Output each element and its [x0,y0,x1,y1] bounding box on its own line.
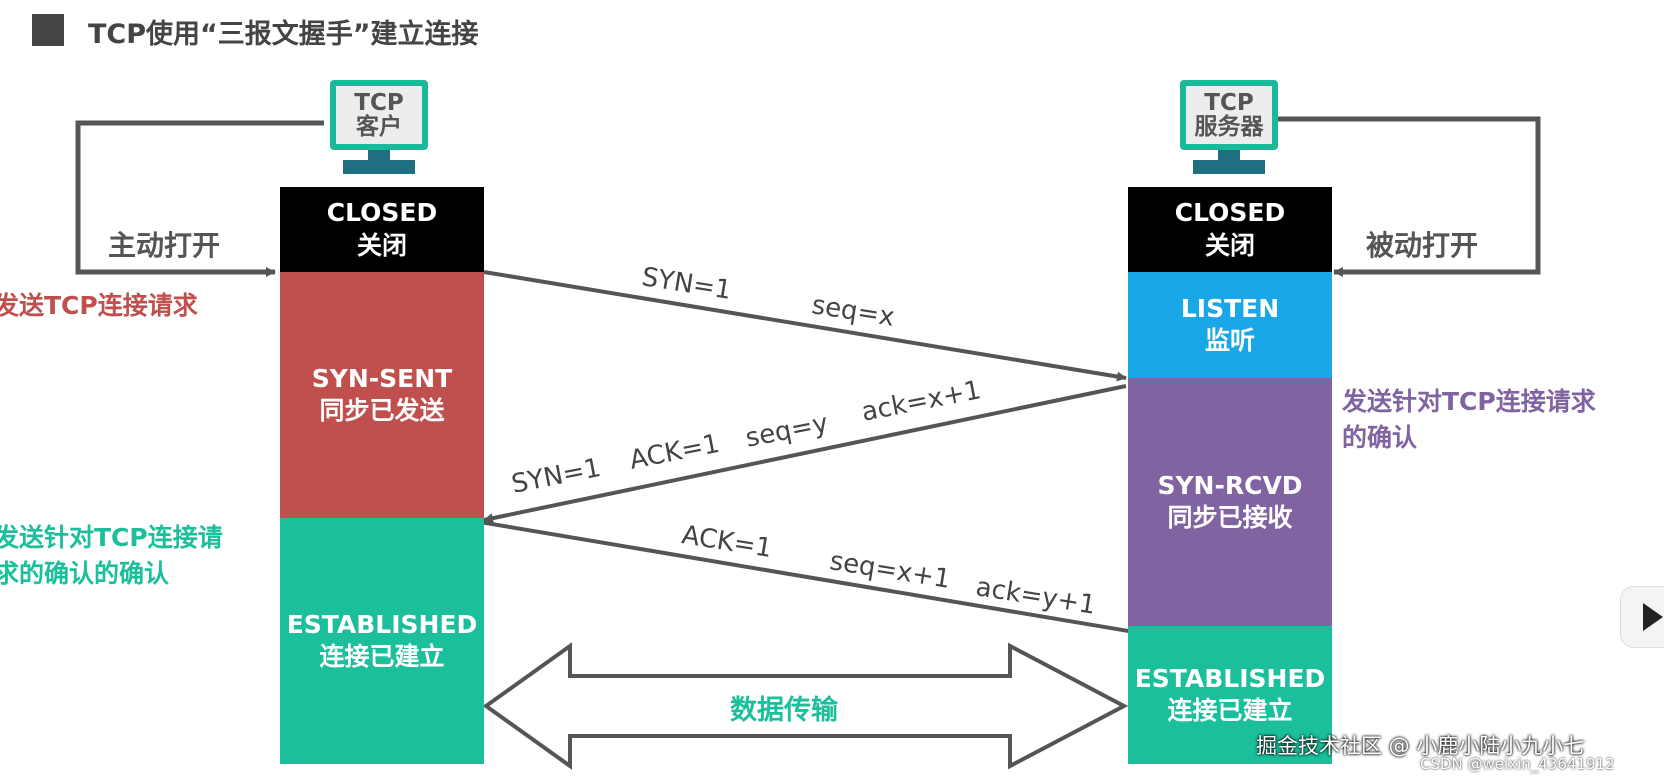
client-open-label: 主动打开 [108,229,221,262]
server-state-listen: LISTEN 监听 [1128,272,1332,378]
server-monitor-line2: 服务器 [1194,114,1264,140]
client-open-line [75,120,324,277]
client-monitor-icon: TCP 客户 [330,80,428,180]
client-syn-sent-en: SYN-SENT [311,363,453,393]
server-syn-rcvd-zh: 同步已接收 [1167,503,1293,532]
client-monitor-base [343,160,415,174]
server-open-line [1274,116,1541,277]
server-open-label: 被动打开 [1366,229,1479,262]
server-monitor-neck [1218,150,1240,160]
server-syn-rcvd-en: SYN-RCVD [1157,470,1303,500]
server-closed-zh: 关闭 [1204,230,1255,260]
client-state-closed: CLOSED 关闭 [280,187,484,272]
server-monitor-line1: TCP [1204,89,1254,116]
server-monitor-screen: TCP 服务器 [1180,80,1278,150]
server-monitor-icon: TCP 服务器 [1180,80,1278,180]
page-title: TCP使用“三报文握手”建立连接 [88,19,479,50]
server-closed-en: CLOSED [1174,198,1286,227]
data-transfer-label: 数据传输 [730,695,838,726]
message-1-arrow [483,270,1127,382]
server-established-en: ESTABLISHED [1134,663,1326,693]
client-state-established: ESTABLISHED 连接已建立 [280,518,484,764]
client-monitor-line1: TCP [354,89,404,116]
client-syn-sent-zh: 同步已发送 [319,396,445,425]
client-monitor-screen: TCP 客户 [330,80,428,150]
server-state-syn-rcvd: SYN-RCVD 同步已接收 [1128,378,1332,626]
message-2-arrow [483,384,1127,524]
server-ack-note-line1: 发送针对TCP连接请求 [1342,387,1596,416]
client-ack-note-line1: 发送针对TCP连接请 [0,523,223,552]
watermark-juejin: 掘金技术社区 @ 小鹿小陆小九小七 [1256,734,1585,758]
title-bullet [32,14,64,46]
watermark-csdn: CSDN @weixin_43641912 [1420,755,1615,773]
client-established-en: ESTABLISHED [286,609,478,639]
message-3-arrow [455,516,1159,640]
server-established-zh: 连接已建立 [1167,696,1293,725]
client-send-request-note: 发送TCP连接请求 [0,291,198,320]
client-state-syn-sent: SYN-SENT 同步已发送 [280,272,484,518]
client-ack-note-line2: 求的确认的确认 [0,559,170,589]
server-listen-zh: 监听 [1204,326,1255,355]
client-closed-en: CLOSED [326,198,438,227]
play-icon [1643,603,1663,631]
server-state-closed: CLOSED 关闭 [1128,187,1332,272]
client-monitor-neck [368,150,390,160]
side-play-button[interactable] [1620,586,1664,648]
server-state-established: ESTABLISHED 连接已建立 [1128,626,1332,764]
server-ack-note-line2: 的确认 [1342,423,1418,453]
client-ack-note: 发送针对TCP连接请 求的确认的确认 [0,520,223,593]
client-established-zh: 连接已建立 [319,642,445,671]
client-monitor-line2: 客户 [356,114,402,140]
server-ack-note: 发送针对TCP连接请求 的确认 [1342,384,1596,457]
data-transfer-arrow [482,642,1129,770]
server-listen-en: LISTEN [1180,293,1280,323]
client-closed-zh: 关闭 [356,230,407,260]
server-monitor-base [1193,160,1265,174]
